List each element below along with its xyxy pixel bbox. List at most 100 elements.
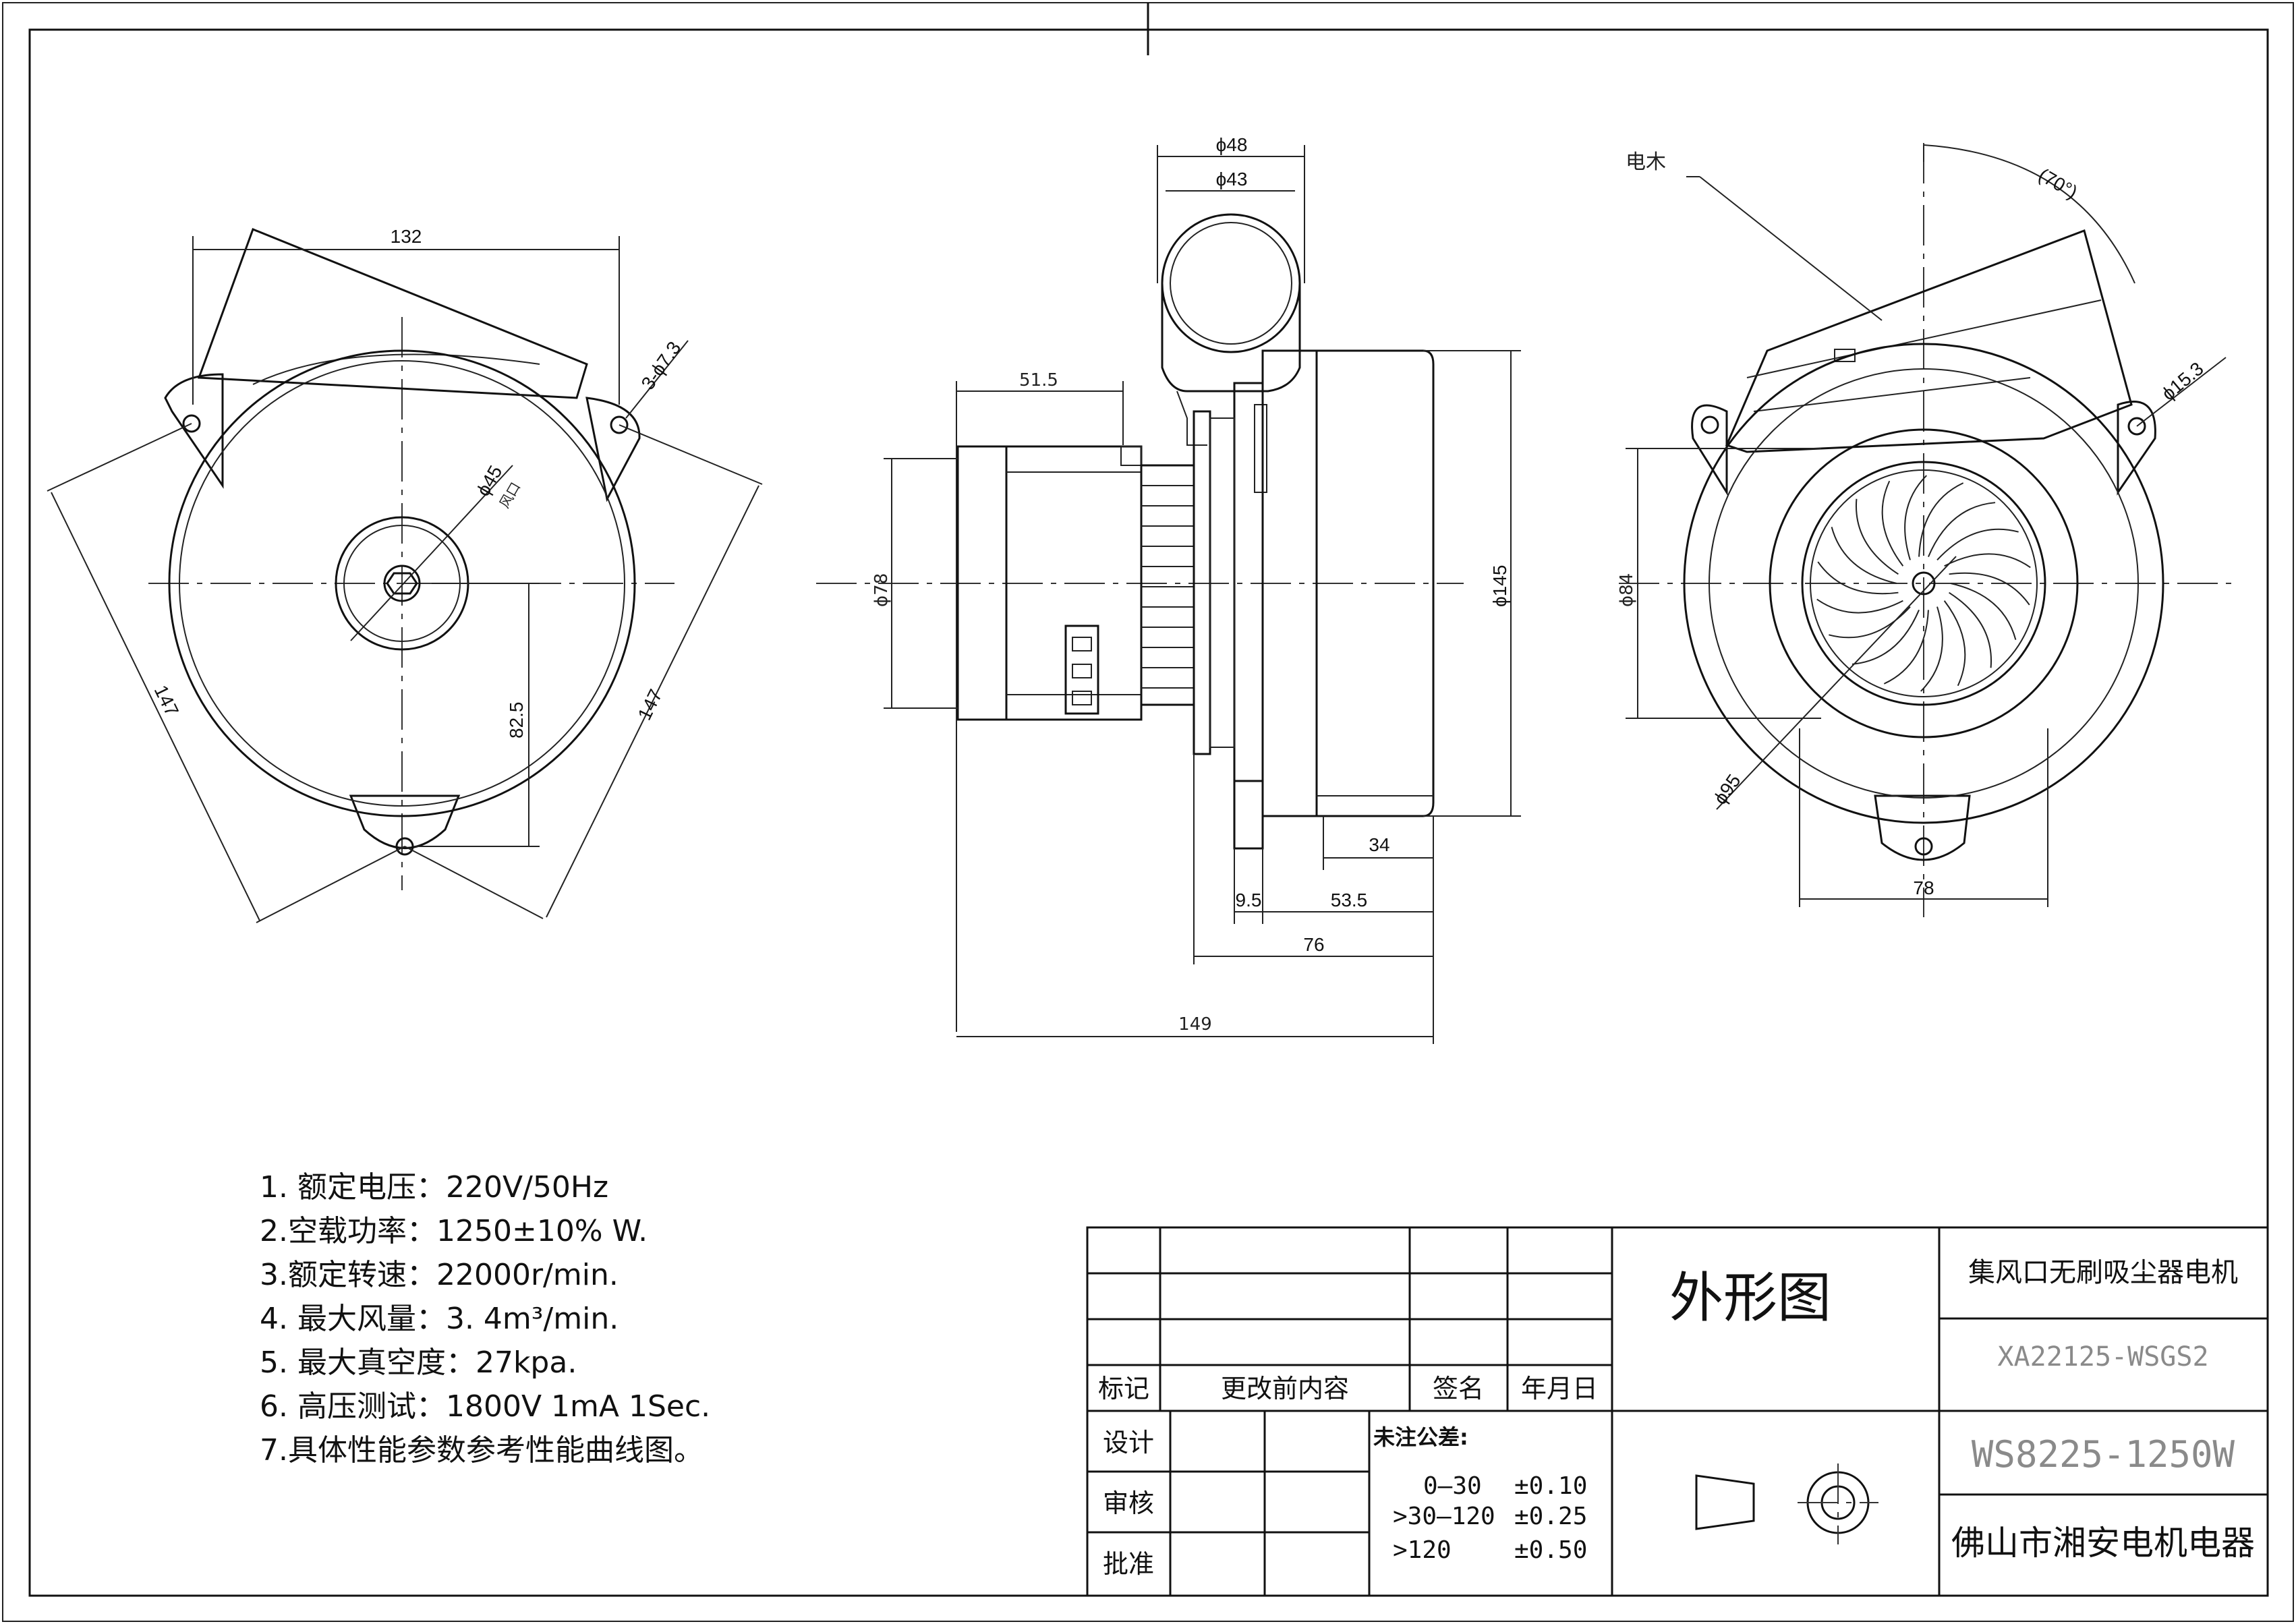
side-flange-b [1233, 382, 1264, 782]
rev-sign: 签名 [1433, 1374, 1484, 1403]
dim-body-53-5: 53.5 [1331, 890, 1368, 910]
side-view: ϕ48 ϕ43 51.5 ϕ78 ϕ145 34 9.5 53.5 [816, 134, 1521, 1044]
dim-outlet-48: ϕ48 [1216, 134, 1248, 155]
projection-cone-icon [1695, 1474, 1755, 1530]
impeller-blade [1920, 606, 1943, 692]
spec-line-5: 5. 最大真空度：27kpa. [260, 1345, 577, 1380]
front-shaft-nut [386, 572, 418, 595]
dim-51-5: 51.5 [1019, 370, 1058, 390]
dim-outlet-43: ϕ43 [1216, 169, 1248, 190]
impeller-blade [1816, 598, 1903, 614]
rear-impeller-housing [1769, 428, 2079, 738]
dim-flange-9-5: 9.5 [1236, 890, 1262, 910]
dim-hole-15-3: ϕ15.3 [2158, 358, 2208, 405]
dim-rear-84: ϕ84 [1617, 573, 1637, 607]
rear-ear-left [1691, 404, 1728, 496]
impeller-blade [1944, 553, 2031, 569]
side-outlet-outer [1161, 213, 1301, 353]
spec-line-3: 3.额定转速：22000r/min. [260, 1258, 619, 1292]
side-outlet-neck [1161, 283, 1301, 393]
impeller-blade [1904, 475, 1927, 560]
rear-housing-ring [1709, 368, 2139, 799]
rear-housing-outer [1683, 343, 2164, 824]
dim-147-left-line [51, 492, 260, 921]
side-thread [1140, 464, 1195, 706]
side-body-rear [1317, 349, 1435, 817]
label-brush: 电木 [1626, 150, 1666, 174]
side-connector [1064, 625, 1099, 715]
rear-hole-bottom [1914, 837, 1933, 856]
company-name: 佛山市湘安电机电器 [1951, 1524, 2255, 1563]
tol-value-2: ±0.25 [1514, 1503, 1587, 1530]
rear-outlet-housing [1725, 229, 2133, 453]
dim-body-145: ϕ145 [1489, 565, 1510, 607]
dim-147-right: 147 [634, 686, 666, 724]
front-housing-outer [168, 349, 636, 817]
front-ear-left [164, 373, 224, 489]
front-shaft-ring [383, 564, 421, 602]
dim-147-right-line [546, 485, 759, 918]
rear-ear-bottom [1874, 794, 1971, 861]
front-ear-right [585, 397, 641, 502]
product-name: 集风口无刷吸尘器电机 [1968, 1257, 2238, 1288]
impeller-blade [1829, 606, 1911, 639]
impeller-blade [1949, 591, 1992, 668]
rear-hole-left [1700, 415, 1719, 434]
front-housing-inner [179, 360, 625, 807]
impeller-blade [1855, 498, 1899, 575]
dim-147-left: 147 [150, 682, 183, 720]
dim-rear-78: 78 [1913, 877, 1934, 898]
inlet-label: 风口 [496, 480, 524, 511]
rear-shaft [1912, 571, 1936, 596]
tol-value-1: ±0.10 [1514, 1472, 1587, 1500]
rev-date: 年月日 [1521, 1374, 1598, 1403]
dim-rear-95: ϕ95 [1710, 770, 1745, 808]
drawing-type: 外形图 [1669, 1267, 1831, 1329]
label-approve: 批准 [1103, 1549, 1154, 1579]
impeller-blade [1950, 583, 2017, 640]
tol-range-1: 0—30 [1423, 1472, 1482, 1500]
label-design: 设计 [1103, 1428, 1154, 1457]
impeller-blade [1949, 572, 2030, 606]
rev-mark: 标记 [1098, 1374, 1149, 1403]
dim-rear-34: 34 [1369, 834, 1389, 855]
rear-view: 电木 (70°) ϕ15.3 ϕ84 ϕ95 78 [1617, 143, 2233, 917]
spec-line-1: 1. 额定电压：220V/50Hz [260, 1170, 608, 1205]
front-outlet-edge [252, 353, 540, 385]
impeller-blade [1817, 561, 1899, 595]
dim-holes: 3-ϕ7.3 [637, 338, 685, 394]
tol-range-3: >120 [1393, 1536, 1452, 1564]
spec-line-6: 6. 高压测试：1800V 1mA 1Sec. [260, 1389, 710, 1424]
rev-content: 更改前内容 [1221, 1374, 1349, 1403]
product-code-2: WS8225-1250W [1972, 1433, 2235, 1476]
front-hole-right [610, 415, 629, 434]
title-block: 外形图 集风口无刷吸尘器电机 XA22125-WSGS2 WS8225-1250… [1086, 1226, 2269, 1597]
rear-ear-right [2117, 401, 2156, 496]
dim-132: 132 [391, 226, 422, 247]
spec-line-7: 7.具体性能参数参考性能曲线图。 [260, 1433, 704, 1468]
impeller-blade [1943, 600, 1966, 687]
impeller-blade [1852, 610, 1920, 665]
rear-hole-right [2127, 417, 2146, 436]
front-hole-bottom [395, 837, 414, 856]
label-review: 审核 [1103, 1488, 1154, 1518]
dim-front-78: ϕ78 [871, 573, 892, 607]
impeller-blade [1831, 527, 1897, 584]
front-outlet-housing [197, 228, 588, 399]
dim-angle: (70°) [2035, 164, 2081, 202]
rear-impeller-ring [1801, 461, 2046, 706]
dim-overall-149: 149 [1178, 1014, 1212, 1035]
spec-line-2: 2.空载功率：1250±10% W. [260, 1214, 648, 1248]
impeller-blade [1936, 528, 2019, 561]
tol-range-2: >30—120 [1393, 1503, 1495, 1530]
product-code-1: XA22125-WSGS2 [1997, 1341, 2208, 1372]
impeller-blade [1928, 502, 1996, 557]
side-thread-lines [1141, 485, 1194, 689]
dim-angle-arc [1923, 144, 2135, 284]
dim-82-5: 82.5 [506, 702, 527, 739]
side-outlet-inner [1170, 222, 1292, 345]
rear-impeller-blades [1816, 475, 2031, 692]
dim-body-76: 76 [1303, 934, 1324, 955]
impeller-blade [1881, 480, 1904, 567]
